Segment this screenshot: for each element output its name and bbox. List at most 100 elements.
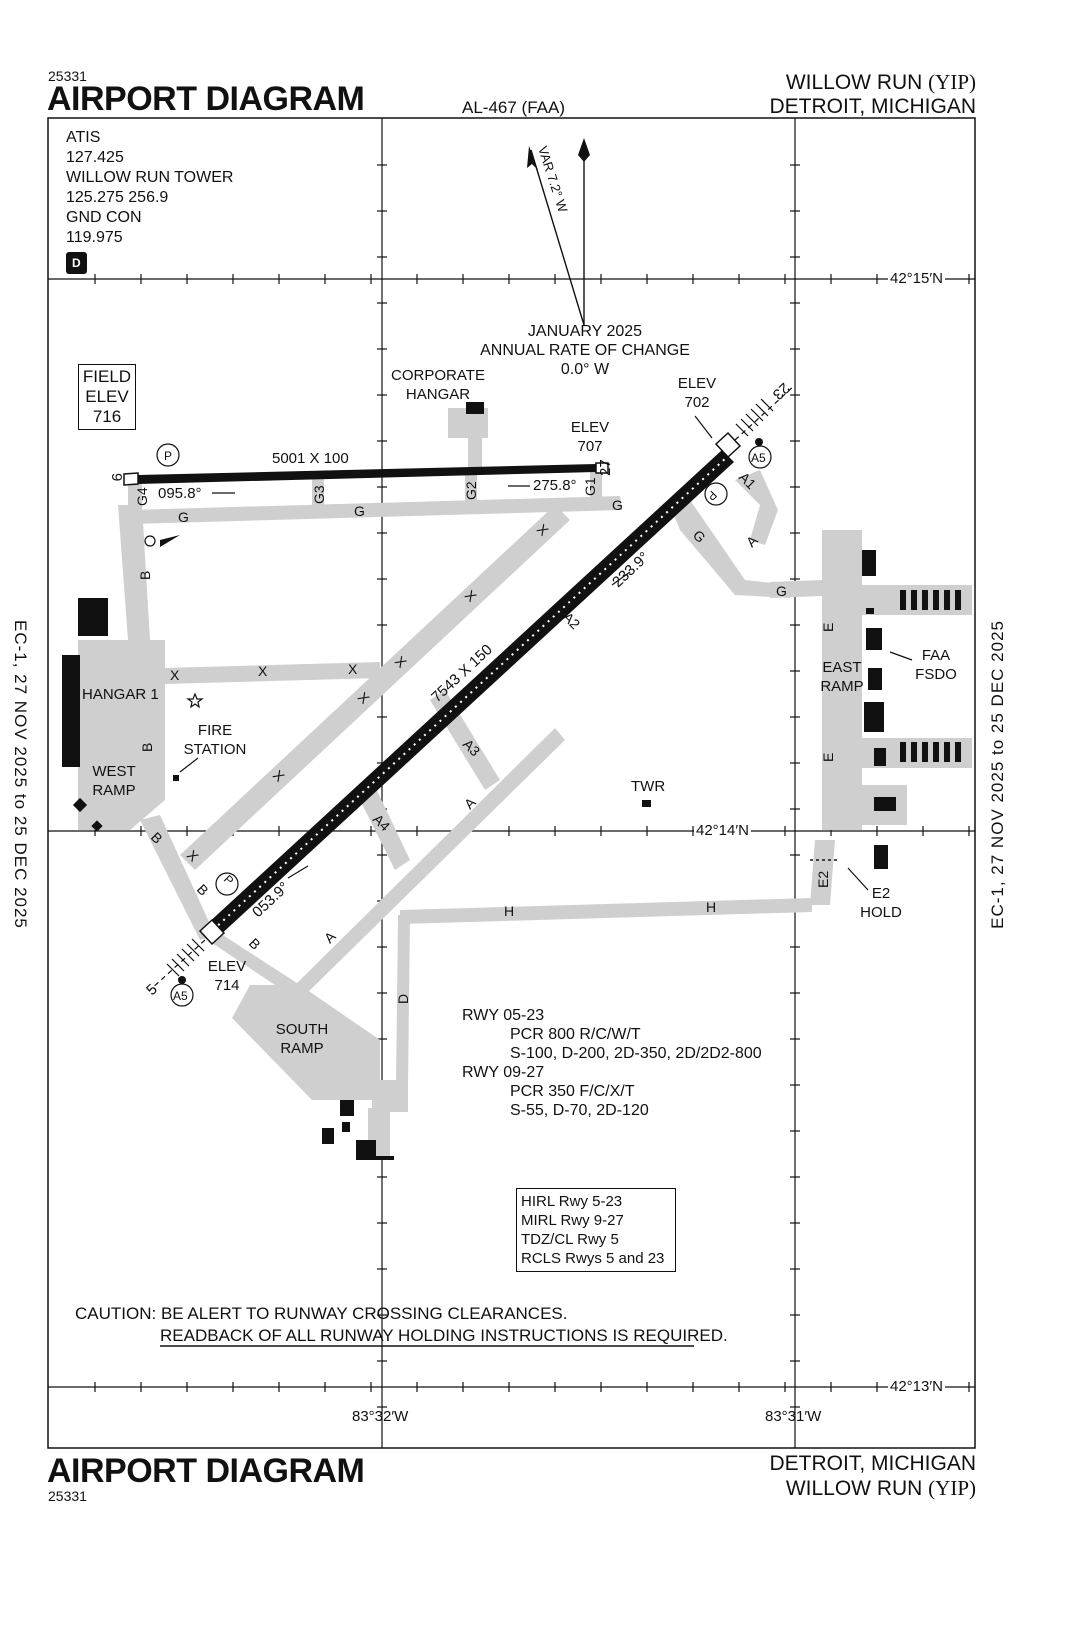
label-tower: TWR [631, 778, 666, 795]
lat-top: 42°15′N [888, 269, 946, 288]
taxiway-e2 [810, 840, 835, 905]
elev-value: 702 [684, 394, 710, 411]
label-east-ramp: EAST RAMP [812, 658, 872, 696]
building-faa-fsdo [866, 628, 882, 650]
magvar-date: JANUARY 2025 [527, 323, 643, 340]
caution-line2: READBACK OF ALL RUNWAY HOLDING INSTRUCTI… [160, 1326, 728, 1345]
label-line: HOLD [860, 904, 902, 921]
runway-9-27-dims: 5001 X 100 [272, 450, 349, 467]
label-e2-hold: E2 HOLD [856, 884, 906, 922]
taxiway-x-diag [180, 505, 570, 870]
parking-icons: P P P [156, 443, 728, 896]
building-east-5 [874, 748, 886, 766]
approach-light-bar [745, 413, 759, 427]
taxiway-label-e: E [820, 753, 836, 762]
elev-label: ELEV [207, 958, 247, 975]
t-hangar [922, 590, 928, 610]
svg-text:A5: A5 [173, 989, 188, 1003]
label-line: CORPORATE [391, 367, 485, 384]
comms-line: 125.275 256.9 [66, 189, 169, 206]
t-hangar [900, 742, 906, 762]
pcr-block: RWY 05-23 PCR 800 R/C/W/T S-100, D-200, … [462, 1006, 762, 1120]
building-hangar-1 [62, 655, 80, 767]
building-south-5 [372, 1156, 394, 1160]
taxiway-label-a: A [321, 928, 339, 946]
label-south-ramp: SOUTH RAMP [272, 1020, 332, 1058]
north-arrow-magnetic [527, 146, 585, 326]
footer-chart-number: 25331 [48, 1488, 87, 1504]
building-east-1 [862, 550, 876, 576]
label-line: RAMP [280, 1040, 324, 1057]
taxiway-g2 [465, 474, 477, 514]
label-line: WEST [92, 763, 136, 780]
als-point-23 [755, 438, 763, 446]
als-point-5 [178, 976, 186, 984]
elev-label: ELEV [570, 419, 610, 436]
taxiway-label-g: G [354, 503, 365, 519]
approach-light-bar [186, 943, 200, 957]
approach-light-bar [191, 938, 205, 952]
runway-9-heading: 095.8° [158, 485, 202, 502]
label-line: HANGAR [405, 386, 471, 403]
taxiway-g3 [312, 478, 324, 518]
footer-airport: WILLOW RUN [785, 1477, 923, 1500]
taxiway-g1 [590, 470, 602, 506]
svg-text:P: P [164, 449, 172, 463]
label-line: FIRE [197, 722, 233, 739]
taxiway-d [396, 915, 410, 1085]
taxiway-label-h: H [504, 903, 514, 919]
field-elev-value: 716 [92, 407, 122, 426]
runway-5-number: 5 [143, 981, 161, 999]
lon-left: 83°32′W [352, 1408, 409, 1425]
footer-title: AIRPORT DIAGRAM [47, 1452, 365, 1490]
field-elevation-box: FIELD ELEV 716 [78, 364, 136, 430]
approach-light-bar [740, 418, 754, 432]
taxiway-label-x: X [348, 661, 358, 677]
west-ramp [78, 640, 165, 830]
lat-mid: 42°14′N [694, 821, 752, 840]
elev-rwy23: ELEV 702 [672, 374, 722, 412]
approach-light-icons: A5 A5 [170, 445, 772, 1007]
approach-light-bar [181, 948, 195, 962]
heading-arrow-053 [287, 865, 309, 879]
taxiway-d-south [372, 1080, 408, 1112]
building-south-1 [340, 1100, 354, 1116]
building-east-2 [866, 608, 874, 614]
taxiway-label-x: X [258, 663, 268, 679]
taxiway-label-x: X [170, 667, 180, 683]
taxiway-g [130, 496, 622, 524]
approach-light-bar [171, 958, 185, 972]
runway-27-number: 27 [597, 459, 614, 476]
leader-faa-fsdo [889, 651, 913, 661]
airport-name: WILLOW RUN [785, 71, 923, 94]
diagram-frame [47, 117, 976, 1449]
leader-elev-702 [694, 415, 713, 439]
t-hangar [955, 742, 961, 762]
runway-27-heading: 275.8° [533, 477, 577, 494]
building-tower [642, 800, 651, 807]
approach-light-bar [166, 963, 180, 977]
lighting-line: RCLS Rwys 5 and 23 [521, 1250, 665, 1267]
t-hangar [933, 742, 939, 762]
comms-line: 127.425 [66, 149, 124, 166]
taxiway-label-e2: E2 [815, 871, 831, 888]
svg-text:A5: A5 [751, 451, 766, 465]
chart-number: 25331 [48, 68, 87, 84]
label-fire-station: FIRE STATION [176, 721, 254, 759]
runway-9-27 [123, 462, 609, 486]
footer-city-state: DETROIT, MICHIGAN [769, 1452, 976, 1475]
building-west-1 [78, 598, 108, 636]
lat-bottom: 42°13′N [888, 1377, 946, 1396]
taxiway-h [400, 898, 812, 924]
building-east-3 [868, 668, 882, 690]
chart-code: AL-467 (FAA) [462, 98, 565, 117]
label-west-ramp: WEST RAMP [84, 762, 144, 800]
east-ramp [822, 530, 862, 830]
building-east-7 [874, 845, 888, 869]
building-south-3 [322, 1128, 334, 1144]
label-line: FSDO [915, 666, 957, 683]
runway-5-23 [149, 384, 796, 991]
comms-line: WILLOW RUN TOWER [66, 169, 234, 186]
label-line: FAA [921, 647, 951, 664]
